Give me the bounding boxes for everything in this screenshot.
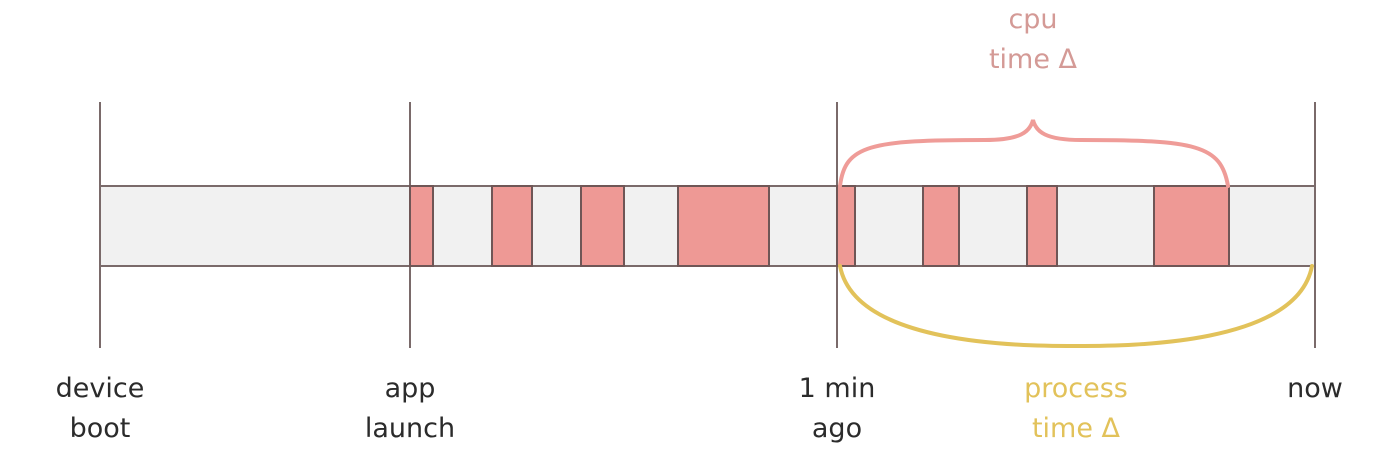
label-line: now	[1287, 373, 1343, 404]
cpu-block	[580, 185, 625, 267]
cpu-block	[1153, 185, 1230, 267]
cpu-block	[491, 185, 533, 267]
cpu-block	[1026, 185, 1058, 267]
label-line: launch	[364, 413, 456, 444]
label-line: process	[1024, 373, 1128, 404]
label-line: device	[55, 373, 145, 404]
label-cpu-time-delta: cpu time Δ	[933, 0, 1133, 80]
label-line: boot	[69, 413, 131, 444]
process-time-bracket	[838, 264, 1314, 349]
label-line: time Δ	[1031, 413, 1121, 444]
label-line: app	[384, 373, 436, 404]
label-line: cpu	[1008, 4, 1058, 35]
label-line: ago	[811, 413, 863, 444]
cpu-block	[922, 185, 960, 267]
label-device-boot: device boot	[0, 369, 200, 449]
label-now: now	[1215, 369, 1400, 409]
label-app-launch: app launch	[310, 369, 510, 449]
cpu-block	[677, 185, 770, 267]
cpu-block	[836, 185, 856, 267]
cpu-block	[409, 185, 434, 267]
label-line: time Δ	[988, 44, 1078, 75]
cpu-time-brace	[838, 119, 1230, 188]
label-line: 1 min	[798, 373, 876, 404]
label-process-time-delta: process time Δ	[976, 369, 1176, 449]
label-one-min-ago: 1 min ago	[737, 369, 937, 449]
